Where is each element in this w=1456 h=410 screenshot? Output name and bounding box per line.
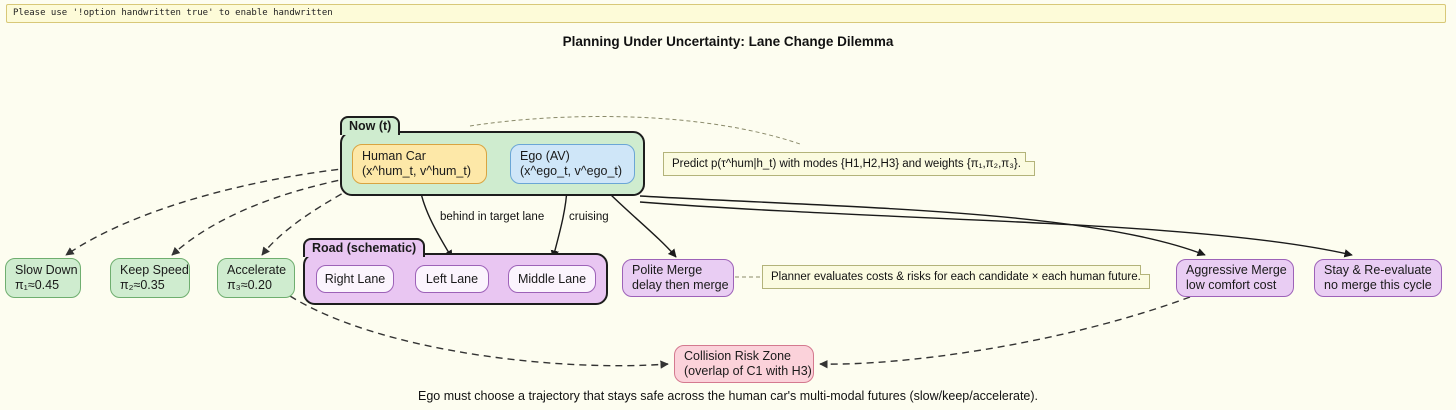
node-left-lane[interactable]: Left Lane bbox=[415, 265, 489, 293]
note-planner-evaluates: Planner evaluates costs & risks for each… bbox=[762, 265, 1150, 289]
node-human-car-line1: Human Car bbox=[362, 149, 426, 163]
edge-ego-to-middlelane bbox=[550, 187, 568, 259]
node-keep-speed-line1: Keep Speed bbox=[120, 263, 189, 277]
node-accelerate-line2: π₃≈0.20 bbox=[227, 278, 272, 292]
node-right-lane-label: Right Lane bbox=[324, 271, 386, 286]
node-ego-av-line2: (x^ego_t, v^ego_t) bbox=[520, 164, 623, 178]
node-polite-merge[interactable]: Polite Merge delay then merge bbox=[622, 259, 734, 297]
node-accelerate-line1: Accelerate bbox=[227, 263, 287, 277]
edge-aggressivemerge-to-collision bbox=[819, 296, 1191, 369]
note-predict-human-modes: Predict p(τ^hum|h_t) with modes {H1,H2,H… bbox=[663, 152, 1035, 176]
node-human-car[interactable]: Human Car (x^hum_t, v^hum_t) bbox=[352, 144, 487, 184]
handwritten-option-banner: Please use '!option handwritten true' to… bbox=[6, 4, 1446, 23]
node-ego-av[interactable]: Ego (AV) (x^ego_t, v^ego_t) bbox=[510, 144, 635, 184]
cluster-road-label: Road (schematic) bbox=[303, 238, 426, 257]
diagram-caption: Ego must choose a trajectory that stays … bbox=[417, 389, 1039, 403]
node-polite-merge-line2: delay then merge bbox=[632, 278, 729, 292]
node-stay-reevaluate-line1: Stay & Re-evaluate bbox=[1324, 263, 1432, 277]
edge-label-behind-in-target-lane: behind in target lane bbox=[438, 211, 547, 223]
node-aggressive-merge[interactable]: Aggressive Merge low comfort cost bbox=[1176, 259, 1294, 297]
node-accelerate[interactable]: Accelerate π₃≈0.20 bbox=[217, 258, 295, 298]
node-collision-risk-zone[interactable]: Collision Risk Zone (overlap of C1 with … bbox=[674, 345, 814, 383]
cluster-now-label: Now (t) bbox=[340, 116, 401, 135]
node-collision-risk-line2: (overlap of C1 with H3) bbox=[684, 364, 812, 378]
node-middle-lane-label: Middle Lane bbox=[517, 271, 587, 286]
edge-ego-to-aggressivemerge bbox=[639, 195, 1206, 257]
edge-accelerate-to-collision bbox=[289, 295, 669, 369]
node-right-lane[interactable]: Right Lane bbox=[316, 265, 394, 293]
node-polite-merge-line1: Polite Merge bbox=[632, 263, 703, 277]
node-slow-down[interactable]: Slow Down π₁≈0.45 bbox=[5, 258, 81, 298]
node-aggressive-merge-line2: low comfort cost bbox=[1186, 278, 1277, 292]
node-keep-speed[interactable]: Keep Speed π₂≈0.35 bbox=[110, 258, 190, 298]
node-left-lane-label: Left Lane bbox=[425, 271, 479, 286]
node-aggressive-merge-line1: Aggressive Merge bbox=[1186, 263, 1287, 277]
edge-ego-to-politemerge bbox=[607, 191, 677, 258]
node-slow-down-line1: Slow Down bbox=[15, 263, 78, 277]
node-collision-risk-line1: Collision Risk Zone bbox=[684, 349, 791, 363]
node-human-car-line2: (x^hum_t, v^hum_t) bbox=[362, 164, 471, 178]
edge-ego-to-stayreevaluate bbox=[639, 201, 1353, 258]
node-stay-reevaluate-line2: no merge this cycle bbox=[1324, 278, 1432, 292]
page-title: Planning Under Uncertainty: Lane Change … bbox=[562, 34, 894, 49]
node-keep-speed-line2: π₂≈0.35 bbox=[120, 278, 165, 292]
node-middle-lane[interactable]: Middle Lane bbox=[508, 265, 596, 293]
node-slow-down-line2: π₁≈0.45 bbox=[15, 278, 60, 292]
node-stay-reevaluate[interactable]: Stay & Re-evaluate no merge this cycle bbox=[1314, 259, 1442, 297]
node-ego-av-line1: Ego (AV) bbox=[520, 149, 570, 163]
edge-label-cruising: cruising bbox=[567, 211, 611, 223]
